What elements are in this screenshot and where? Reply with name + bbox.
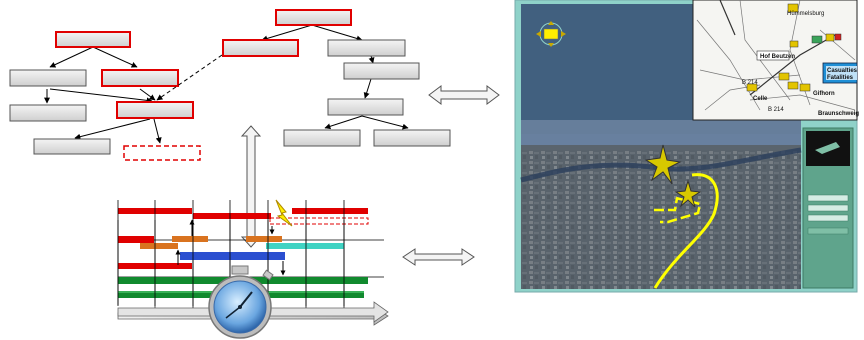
- tree-node-modified: [222, 39, 299, 57]
- fatalities-label: Fatalities: [827, 75, 854, 81]
- tree-edge: [74, 118, 151, 140]
- tree-dashed-link: [156, 54, 223, 101]
- panel-field[interactable]: [807, 194, 849, 202]
- tree-node: [9, 69, 87, 87]
- tree-edge: [153, 118, 162, 144]
- plan-tree-right: [222, 9, 451, 147]
- navigation-compass-icon[interactable]: [536, 21, 566, 47]
- gantt-bar-red-4: [118, 236, 154, 243]
- road-label: B 214: [742, 80, 758, 86]
- tree-edge: [92, 46, 138, 68]
- tree-edge: [261, 24, 313, 42]
- tree-node: [327, 98, 404, 116]
- map-major-roads: [719, 0, 836, 96]
- panel-field[interactable]: [807, 214, 849, 222]
- tree-node: [9, 104, 87, 122]
- gantt-bar-blue: [180, 252, 285, 260]
- map-label-hummelsburg: Hümmelsburg: [787, 11, 824, 17]
- star-marker-icon[interactable]: [674, 179, 702, 208]
- double-arrow-icon: [428, 85, 500, 105]
- gantt-bar-orange-3: [246, 236, 282, 242]
- tree-node: [373, 129, 451, 147]
- stopwatch-icon: [208, 265, 274, 339]
- tree-node: [33, 138, 111, 155]
- tree-node-removed: [123, 145, 201, 161]
- tree-edge: [363, 78, 372, 99]
- tree-edge: [361, 115, 409, 130]
- gantt-bar-red-3: [292, 208, 368, 214]
- panel-button[interactable]: [807, 227, 849, 235]
- map-label-celle: Celle: [753, 96, 768, 102]
- map-building-icon: [746, 3, 842, 92]
- tree-edge: [139, 88, 156, 101]
- tree-node-modified: [116, 101, 194, 119]
- tree-node-modified: [101, 69, 179, 87]
- tree-node: [327, 39, 406, 57]
- gantt-bar-orange-1: [140, 243, 178, 249]
- gantt-bar-red-shifted: [269, 217, 369, 225]
- simulation-window: Hümmelsburg Hof Beutzen Celle Gifhorn Br…: [514, 0, 859, 293]
- double-arrow-icon: [240, 125, 262, 248]
- tree-edge: [311, 24, 363, 42]
- tree-edge: [324, 115, 363, 130]
- tree-edge: [49, 88, 153, 104]
- panel-field[interactable]: [807, 204, 849, 212]
- gantt-bar-teal: [266, 243, 344, 249]
- plan-tree-left: [9, 31, 201, 161]
- route-line: [653, 173, 719, 289]
- tree-node-modified: [55, 31, 131, 48]
- road-label: B 214: [768, 107, 784, 113]
- tree-edge: [368, 55, 375, 64]
- gantt-bar-orange-2: [172, 236, 208, 242]
- double-arrow-icon: [402, 248, 475, 266]
- tree-edge: [49, 46, 94, 68]
- star-marker-icon[interactable]: [644, 144, 682, 185]
- map-label-hof-beutzen: Hof Beutzen: [760, 54, 795, 60]
- map-label-braunschweig: Braunschweig: [818, 111, 859, 117]
- gantt-bar-red-2: [193, 213, 271, 219]
- tree-node: [343, 62, 420, 80]
- map-label-gifhorn: Gifhorn: [813, 91, 835, 97]
- casualties-label: Casualties: [827, 68, 858, 74]
- casualty-info-inner: [826, 66, 857, 80]
- lightning-icon: [275, 199, 293, 227]
- tree-node-modified: [275, 9, 352, 26]
- tree-node: [283, 129, 361, 147]
- hof-beutzen-box: [756, 50, 790, 61]
- aircraft-icon: [815, 142, 840, 154]
